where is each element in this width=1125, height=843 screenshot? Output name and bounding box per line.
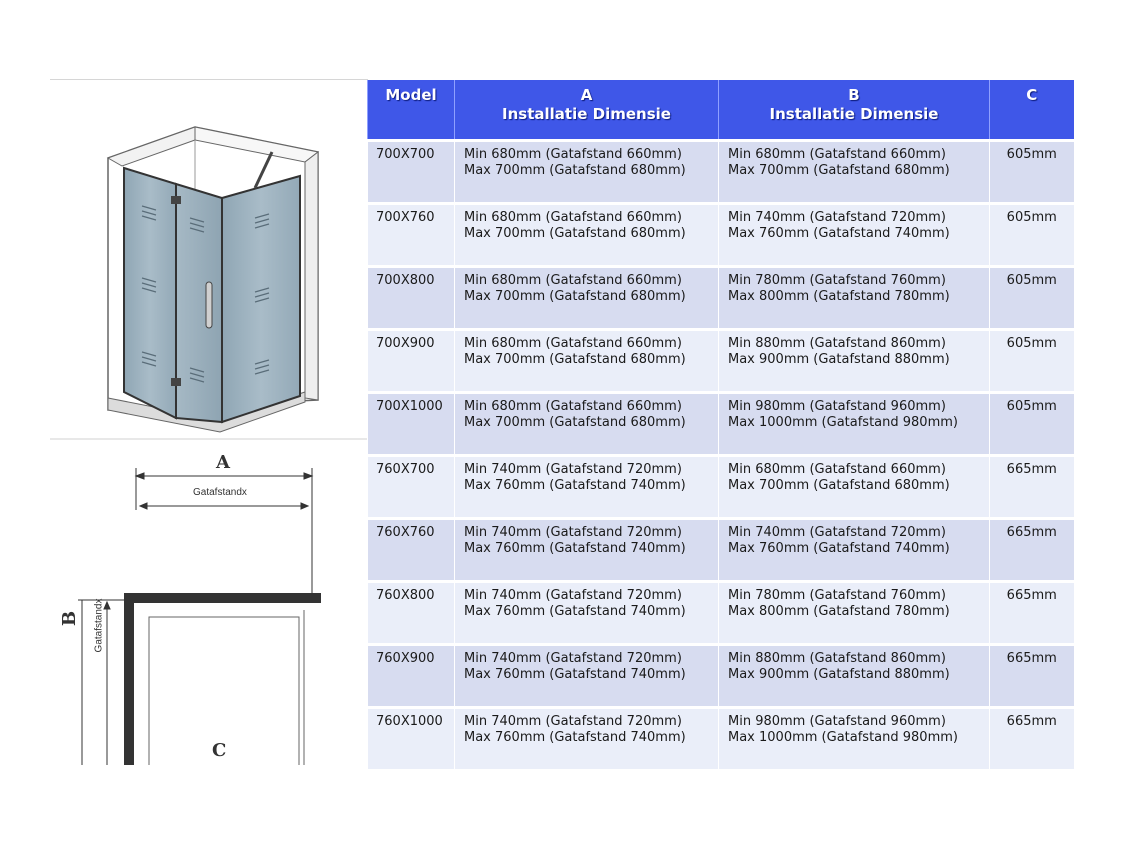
- shower-enclosure-illustration: [106, 126, 320, 433]
- cell-b: Min 740mm (Gatafstand 720mm)Max 760mm (G…: [718, 202, 990, 267]
- cell-model: 760X1000: [367, 706, 455, 769]
- label-a: A: [216, 452, 230, 473]
- table-row: 760X760 Min 740mm (Gatafstand 720mm)Max …: [367, 517, 1074, 582]
- cell-c: 665mm: [989, 454, 1074, 519]
- cell-model: 760X700: [367, 454, 455, 519]
- table-row: 700X800 Min 680mm (Gatafstand 660mm)Max …: [367, 265, 1074, 330]
- cell-b: Min 880mm (Gatafstand 860mm)Max 900mm (G…: [718, 328, 990, 393]
- illustration-divider: [50, 438, 367, 440]
- header-c: C: [989, 80, 1074, 141]
- cell-b: Min 680mm (Gatafstand 660mm)Max 700mm (G…: [718, 454, 990, 519]
- cell-a: Min 680mm (Gatafstand 660mm)Max 700mm (G…: [454, 265, 719, 330]
- cell-a: Min 740mm (Gatafstand 720mm)Max 760mm (G…: [454, 454, 719, 519]
- table-row: 700X1000 Min 680mm (Gatafstand 660mm)Max…: [367, 391, 1074, 456]
- label-b: B: [59, 610, 81, 627]
- cell-c: 605mm: [989, 391, 1074, 456]
- cell-model: 700X700: [367, 139, 455, 204]
- cell-b: Min 980mm (Gatafstand 960mm)Max 1000mm (…: [718, 706, 990, 769]
- cell-c: 665mm: [989, 643, 1074, 708]
- cell-a: Min 680mm (Gatafstand 660mm)Max 700mm (G…: [454, 391, 719, 456]
- cell-b: Min 780mm (Gatafstand 760mm)Max 800mm (G…: [718, 265, 990, 330]
- label-gap-horizontal: Gatafstandx: [193, 487, 247, 498]
- table-row: 700X760 Min 680mm (Gatafstand 660mm)Max …: [367, 202, 1074, 267]
- top-rule: [50, 79, 368, 80]
- cell-a: Min 740mm (Gatafstand 720mm)Max 760mm (G…: [454, 517, 719, 582]
- cell-model: 760X900: [367, 643, 455, 708]
- cell-model: 760X800: [367, 580, 455, 645]
- cell-c: 665mm: [989, 517, 1074, 582]
- cell-b: Min 740mm (Gatafstand 720mm)Max 760mm (G…: [718, 517, 990, 582]
- cell-c: 665mm: [989, 580, 1074, 645]
- table-row: 760X1000 Min 740mm (Gatafstand 720mm)Max…: [367, 706, 1074, 769]
- cell-c: 605mm: [989, 328, 1074, 393]
- label-c: C: [212, 740, 227, 761]
- cell-c: 605mm: [989, 265, 1074, 330]
- label-gap-vertical: Gatafstandx: [93, 598, 105, 653]
- cell-c: 605mm: [989, 139, 1074, 204]
- cell-b: Min 980mm (Gatafstand 960mm)Max 1000mm (…: [718, 391, 990, 456]
- cell-model: 700X900: [367, 328, 455, 393]
- product-illustrations: A Gatafstandx B Gatafstandx C: [50, 80, 367, 765]
- dimension-plan-drawing: [78, 468, 321, 765]
- table-row: 760X900 Min 740mm (Gatafstand 720mm)Max …: [367, 643, 1074, 708]
- cell-b: Min 780mm (Gatafstand 760mm)Max 800mm (G…: [718, 580, 990, 645]
- cell-model: 760X760: [367, 517, 455, 582]
- cell-a: Min 740mm (Gatafstand 720mm)Max 760mm (G…: [454, 643, 719, 708]
- cell-model: 700X760: [367, 202, 455, 267]
- cell-model: 700X1000: [367, 391, 455, 456]
- header-model: Model: [367, 80, 455, 141]
- cell-c: 665mm: [989, 706, 1074, 769]
- cell-a: Min 680mm (Gatafstand 660mm)Max 700mm (G…: [454, 202, 719, 267]
- cell-b: Min 880mm (Gatafstand 860mm)Max 900mm (G…: [718, 643, 990, 708]
- table-row: 700X700 Min 680mm (Gatafstand 660mm)Max …: [367, 139, 1074, 204]
- table-row: 760X700 Min 740mm (Gatafstand 720mm)Max …: [367, 454, 1074, 519]
- cell-a: Min 680mm (Gatafstand 660mm)Max 700mm (G…: [454, 328, 719, 393]
- cell-c: 605mm: [989, 202, 1074, 267]
- cell-a: Min 740mm (Gatafstand 720mm)Max 760mm (G…: [454, 580, 719, 645]
- cell-b: Min 680mm (Gatafstand 660mm)Max 700mm (G…: [718, 139, 990, 204]
- table-row: 760X800 Min 740mm (Gatafstand 720mm)Max …: [367, 580, 1074, 645]
- table-row: 700X900 Min 680mm (Gatafstand 660mm)Max …: [367, 328, 1074, 393]
- cell-model: 700X800: [367, 265, 455, 330]
- cell-a: Min 740mm (Gatafstand 720mm)Max 760mm (G…: [454, 706, 719, 769]
- cell-a: Min 680mm (Gatafstand 660mm)Max 700mm (G…: [454, 139, 719, 204]
